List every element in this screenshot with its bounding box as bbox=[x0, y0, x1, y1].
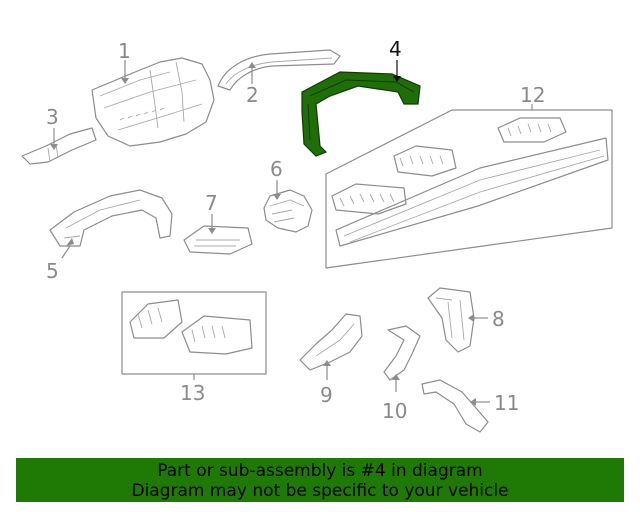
callout-12: 12 bbox=[520, 83, 545, 107]
part-4-highlighted-duct[interactable] bbox=[301, 71, 421, 157]
callout-13: 13 bbox=[180, 381, 205, 405]
part-7-vent-outlet[interactable] bbox=[183, 225, 253, 255]
banner-line-1: Part or sub-assembly is #4 in diagram bbox=[157, 461, 483, 481]
part-6-elbow-outlet[interactable] bbox=[263, 189, 313, 233]
leader-5 bbox=[61, 245, 71, 259]
callout-7: 7 bbox=[205, 191, 218, 215]
part-11-bent-pipe[interactable] bbox=[421, 379, 489, 433]
callout-4: 4 bbox=[389, 37, 402, 61]
part-8-upright-duct[interactable] bbox=[427, 287, 475, 353]
parts-diagram: 1 2 3 4 5 6 7 bbox=[21, 37, 613, 433]
part-3-side-duct[interactable] bbox=[21, 127, 97, 165]
callout-2: 2 bbox=[246, 83, 259, 107]
callout-10: 10 bbox=[382, 399, 407, 423]
part-4-shape bbox=[301, 71, 421, 157]
callout-3: 3 bbox=[46, 105, 59, 129]
part-10-bracket-duct[interactable] bbox=[383, 325, 421, 381]
callout-8: 8 bbox=[492, 307, 505, 331]
callout-1: 1 bbox=[118, 39, 131, 63]
callout-6: 6 bbox=[270, 157, 283, 181]
leader-arrows bbox=[50, 62, 476, 406]
part-9-angled-duct[interactable] bbox=[299, 313, 363, 371]
callout-9: 9 bbox=[320, 383, 333, 407]
info-banner: Part or sub-assembly is #4 in diagram Di… bbox=[16, 458, 624, 502]
banner-line-2: Diagram may not be specific to your vehi… bbox=[131, 481, 509, 501]
part-2-curved-duct[interactable] bbox=[217, 49, 341, 91]
group-13-box[interactable] bbox=[121, 291, 267, 375]
group-12-box[interactable] bbox=[325, 109, 613, 269]
part-5-long-duct[interactable] bbox=[49, 189, 173, 247]
callout-11: 11 bbox=[494, 391, 519, 415]
part-1-duct-assembly[interactable] bbox=[91, 57, 215, 147]
callout-5: 5 bbox=[46, 259, 59, 283]
